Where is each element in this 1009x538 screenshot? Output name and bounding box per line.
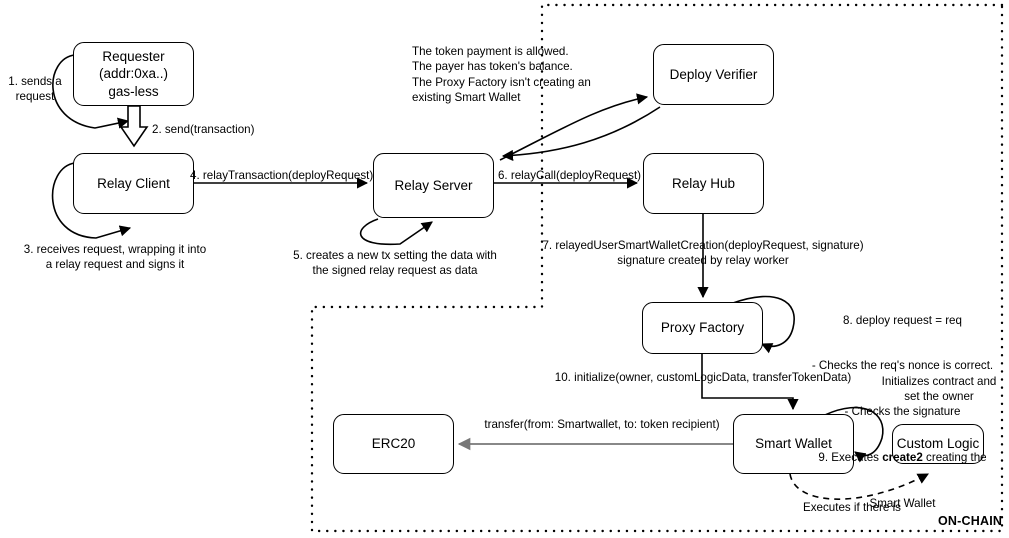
node-relay-hub-label: Relay Hub (671, 175, 736, 191)
label-step-3: 3. receives request, wrapping it into a … (23, 243, 207, 272)
label-step-9-line-1: 9. Executes create2 creating the (795, 450, 1009, 465)
node-requester-line-2: (addr:0xa..) (98, 66, 169, 82)
node-proxy-factory-label: Proxy Factory (660, 320, 745, 336)
label-step-8-line-2: - Checks the req's nonce is correct. (811, 359, 994, 373)
node-relay-client-label: Relay Client (97, 175, 170, 191)
connector-relay-server-to-deploy-verifier (499, 93, 649, 161)
label-on-chain: ON-CHAIN (938, 514, 1003, 528)
node-erc20[interactable]: ERC20 (333, 414, 454, 474)
node-smart-wallet-label: Smart Wallet (755, 436, 832, 452)
connector-requester-self (52, 54, 130, 129)
node-relay-client[interactable]: Relay Client (73, 153, 194, 214)
node-smart-wallet[interactable]: Smart Wallet (733, 414, 854, 474)
connector-proxy-factory-to-smart-wallet (701, 353, 799, 411)
connector-requester-to-relay-client (119, 105, 149, 148)
node-requester[interactable]: Requester (addr:0xa..) gas-less (73, 42, 194, 106)
node-custom-logic[interactable]: Custom Logic (892, 424, 984, 464)
label-step-2: 2. send(transaction) (152, 123, 255, 136)
node-relay-server[interactable]: Relay Server (373, 153, 494, 218)
node-relay-hub[interactable]: Relay Hub (643, 153, 764, 214)
connector-deploy-verifier-to-relay-server (501, 106, 661, 162)
label-step-5: 5. creates a new tx setting the data wit… (293, 249, 497, 278)
node-relay-server-label: Relay Server (394, 177, 473, 193)
connector-relay-server-self (359, 218, 433, 246)
label-deploy-verifier-checks: The token payment is allowed. The payer … (412, 45, 591, 104)
label-step-9-suffix: creating the (922, 451, 987, 465)
connector-relay-client-self (51, 162, 132, 239)
connector-proxy-factory-self (732, 295, 795, 354)
label-step-8-9: 8. deploy request = req - Checks the req… (795, 282, 1009, 538)
node-erc20-label: ERC20 (371, 436, 416, 452)
node-proxy-factory[interactable]: Proxy Factory (642, 302, 763, 354)
node-deploy-verifier[interactable]: Deploy Verifier (653, 44, 774, 105)
node-custom-logic-label: Custom Logic (896, 436, 980, 452)
node-deploy-verifier-label: Deploy Verifier (669, 66, 758, 82)
label-step-1: 1. sends a request (8, 75, 62, 104)
label-step-9-line-2: Smart Wallet (869, 497, 936, 511)
label-step-4: 4. relayTransaction(deployRequest) (190, 169, 374, 182)
node-requester-line-1: Requester (102, 49, 165, 65)
label-step-8-line-1: 8. deploy request = req (843, 313, 962, 327)
label-executes-if-there-is: Executes if there is (803, 501, 901, 514)
label-step-7: 7. relayedUserSmartWalletCreation(deploy… (542, 239, 864, 268)
connector-smart-wallet-to-custom-logic (789, 473, 929, 500)
label-step-6: 6. relayCall(deployRequest) (497, 169, 642, 182)
label-step-9-create2: create2 (882, 451, 923, 465)
node-requester-line-3: gas-less (108, 83, 159, 99)
label-transfer: transfer(from: Smartwallet, to: token re… (484, 418, 720, 431)
label-step-8-line-3: - Checks the signature (844, 405, 961, 419)
label-step-10: 10. initialize(owner, customLogicData, t… (554, 371, 852, 384)
connector-smart-wallet-self (824, 406, 884, 463)
label-step-9-prefix: 9. Executes (818, 451, 883, 465)
label-initializes-contract: Initializes contract and set the owner (881, 375, 997, 404)
